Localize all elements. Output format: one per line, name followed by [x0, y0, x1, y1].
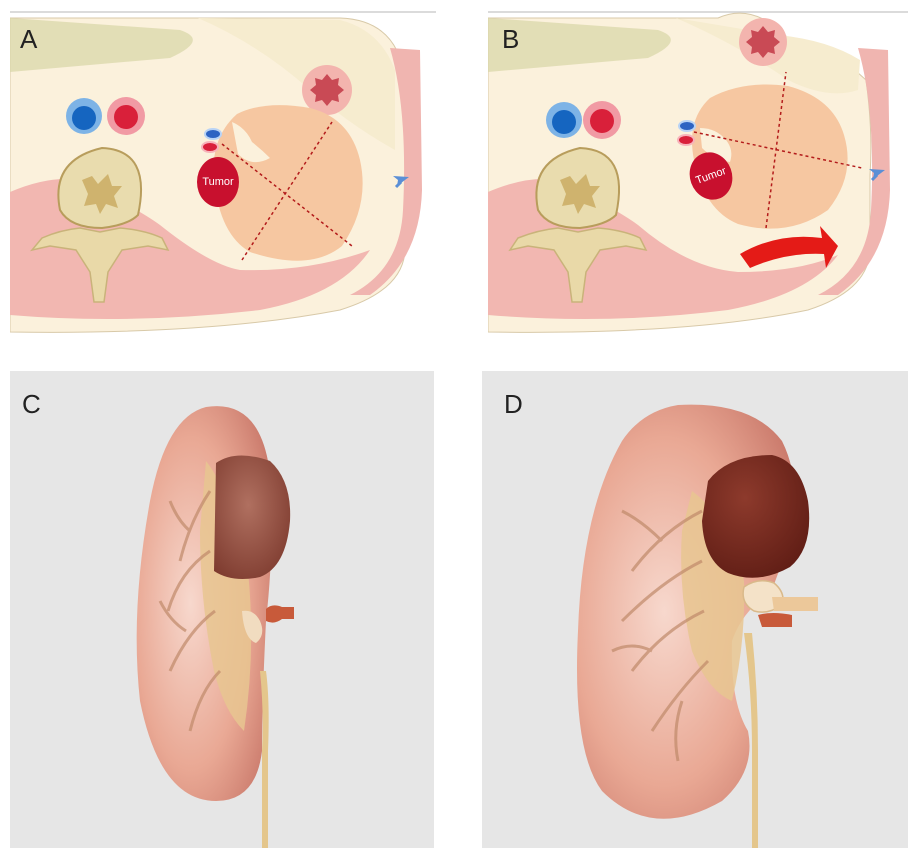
aorta	[590, 109, 614, 133]
panel-d: D	[482, 371, 908, 848]
panel-b: Tumor B	[488, 10, 908, 340]
renal-tumor	[702, 455, 809, 578]
panel-label-a: A	[20, 24, 37, 55]
kidney-illustration-c	[10, 371, 434, 848]
panel-c: C	[10, 371, 434, 848]
axial-section-a: Tumor	[10, 10, 436, 340]
renal-vessels	[266, 605, 294, 622]
panel-a: Tumor A	[10, 10, 436, 340]
aorta	[114, 105, 138, 129]
vena-cava	[72, 106, 96, 130]
kidney-illustration-d	[482, 371, 908, 848]
renal-vein	[205, 129, 221, 139]
panel-label-d: D	[504, 389, 523, 420]
renal-tumor	[214, 455, 290, 579]
axial-section-b: Tumor	[488, 10, 908, 340]
vena-cava	[552, 110, 576, 134]
panel-label-b: B	[502, 24, 519, 55]
renal-artery-stub	[772, 597, 818, 611]
renal-artery	[678, 135, 694, 145]
renal-vein-stub	[758, 613, 792, 627]
tumor-label: Tumor	[202, 176, 234, 188]
renal-vein	[679, 121, 695, 131]
panel-label-c: C	[22, 389, 41, 420]
renal-artery	[202, 142, 218, 152]
